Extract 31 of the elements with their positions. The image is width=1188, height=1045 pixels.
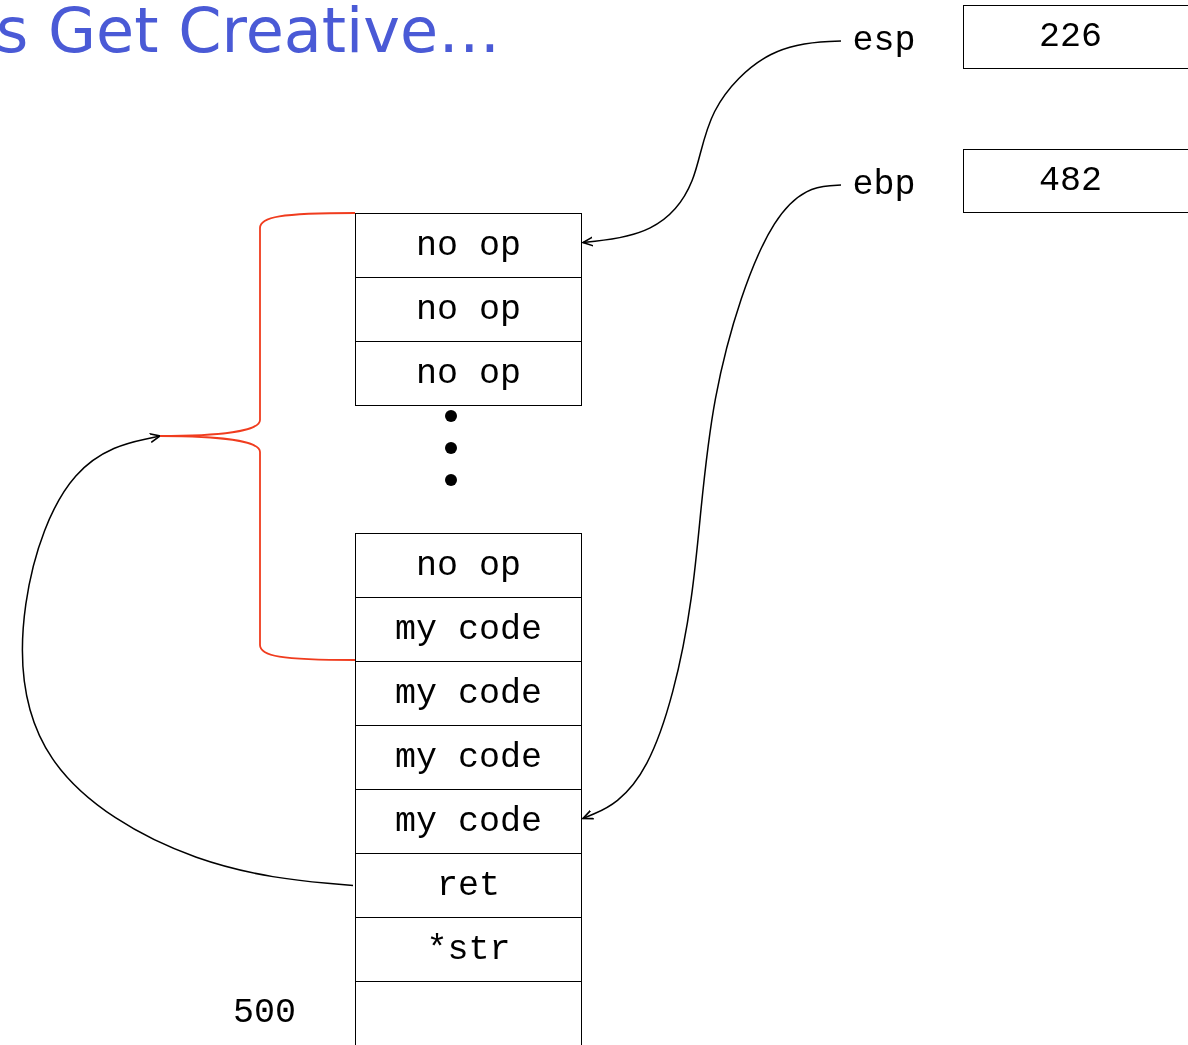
arrow bbox=[582, 40, 842, 247]
cell-text: *str bbox=[426, 929, 511, 970]
register-name: esp bbox=[852, 21, 916, 61]
memory-cell bbox=[963, 5, 1188, 69]
memory-cell bbox=[355, 597, 582, 662]
address-label: 500 bbox=[233, 993, 296, 1033]
arrow bbox=[582, 184, 842, 820]
cell-text: 226 bbox=[1039, 17, 1102, 57]
memory-cell bbox=[355, 341, 582, 406]
memory-cell bbox=[355, 661, 582, 726]
cell-text: no op bbox=[416, 289, 521, 330]
cell-text: 482 bbox=[1039, 161, 1102, 201]
cell-text: my code bbox=[395, 673, 542, 714]
memory-cell bbox=[355, 917, 582, 982]
arrow bbox=[21, 432, 354, 887]
register-name: ebp bbox=[852, 165, 916, 205]
memory-cell bbox=[963, 149, 1188, 213]
memory-cell bbox=[355, 277, 582, 342]
cell-text: my code bbox=[395, 801, 542, 842]
cell-text: my code bbox=[395, 609, 542, 650]
cell-text: ret bbox=[437, 865, 500, 906]
memory-cell bbox=[355, 533, 582, 598]
memory-cell bbox=[355, 725, 582, 790]
cell-text: no op bbox=[416, 353, 521, 394]
cell-text: no op bbox=[416, 545, 521, 586]
memory-cell bbox=[355, 789, 582, 854]
memory-cell bbox=[355, 213, 582, 278]
memory-cell bbox=[355, 981, 582, 1045]
cell-text: no op bbox=[416, 225, 521, 266]
memory-cell bbox=[355, 853, 582, 918]
cell-text: my code bbox=[395, 737, 542, 778]
